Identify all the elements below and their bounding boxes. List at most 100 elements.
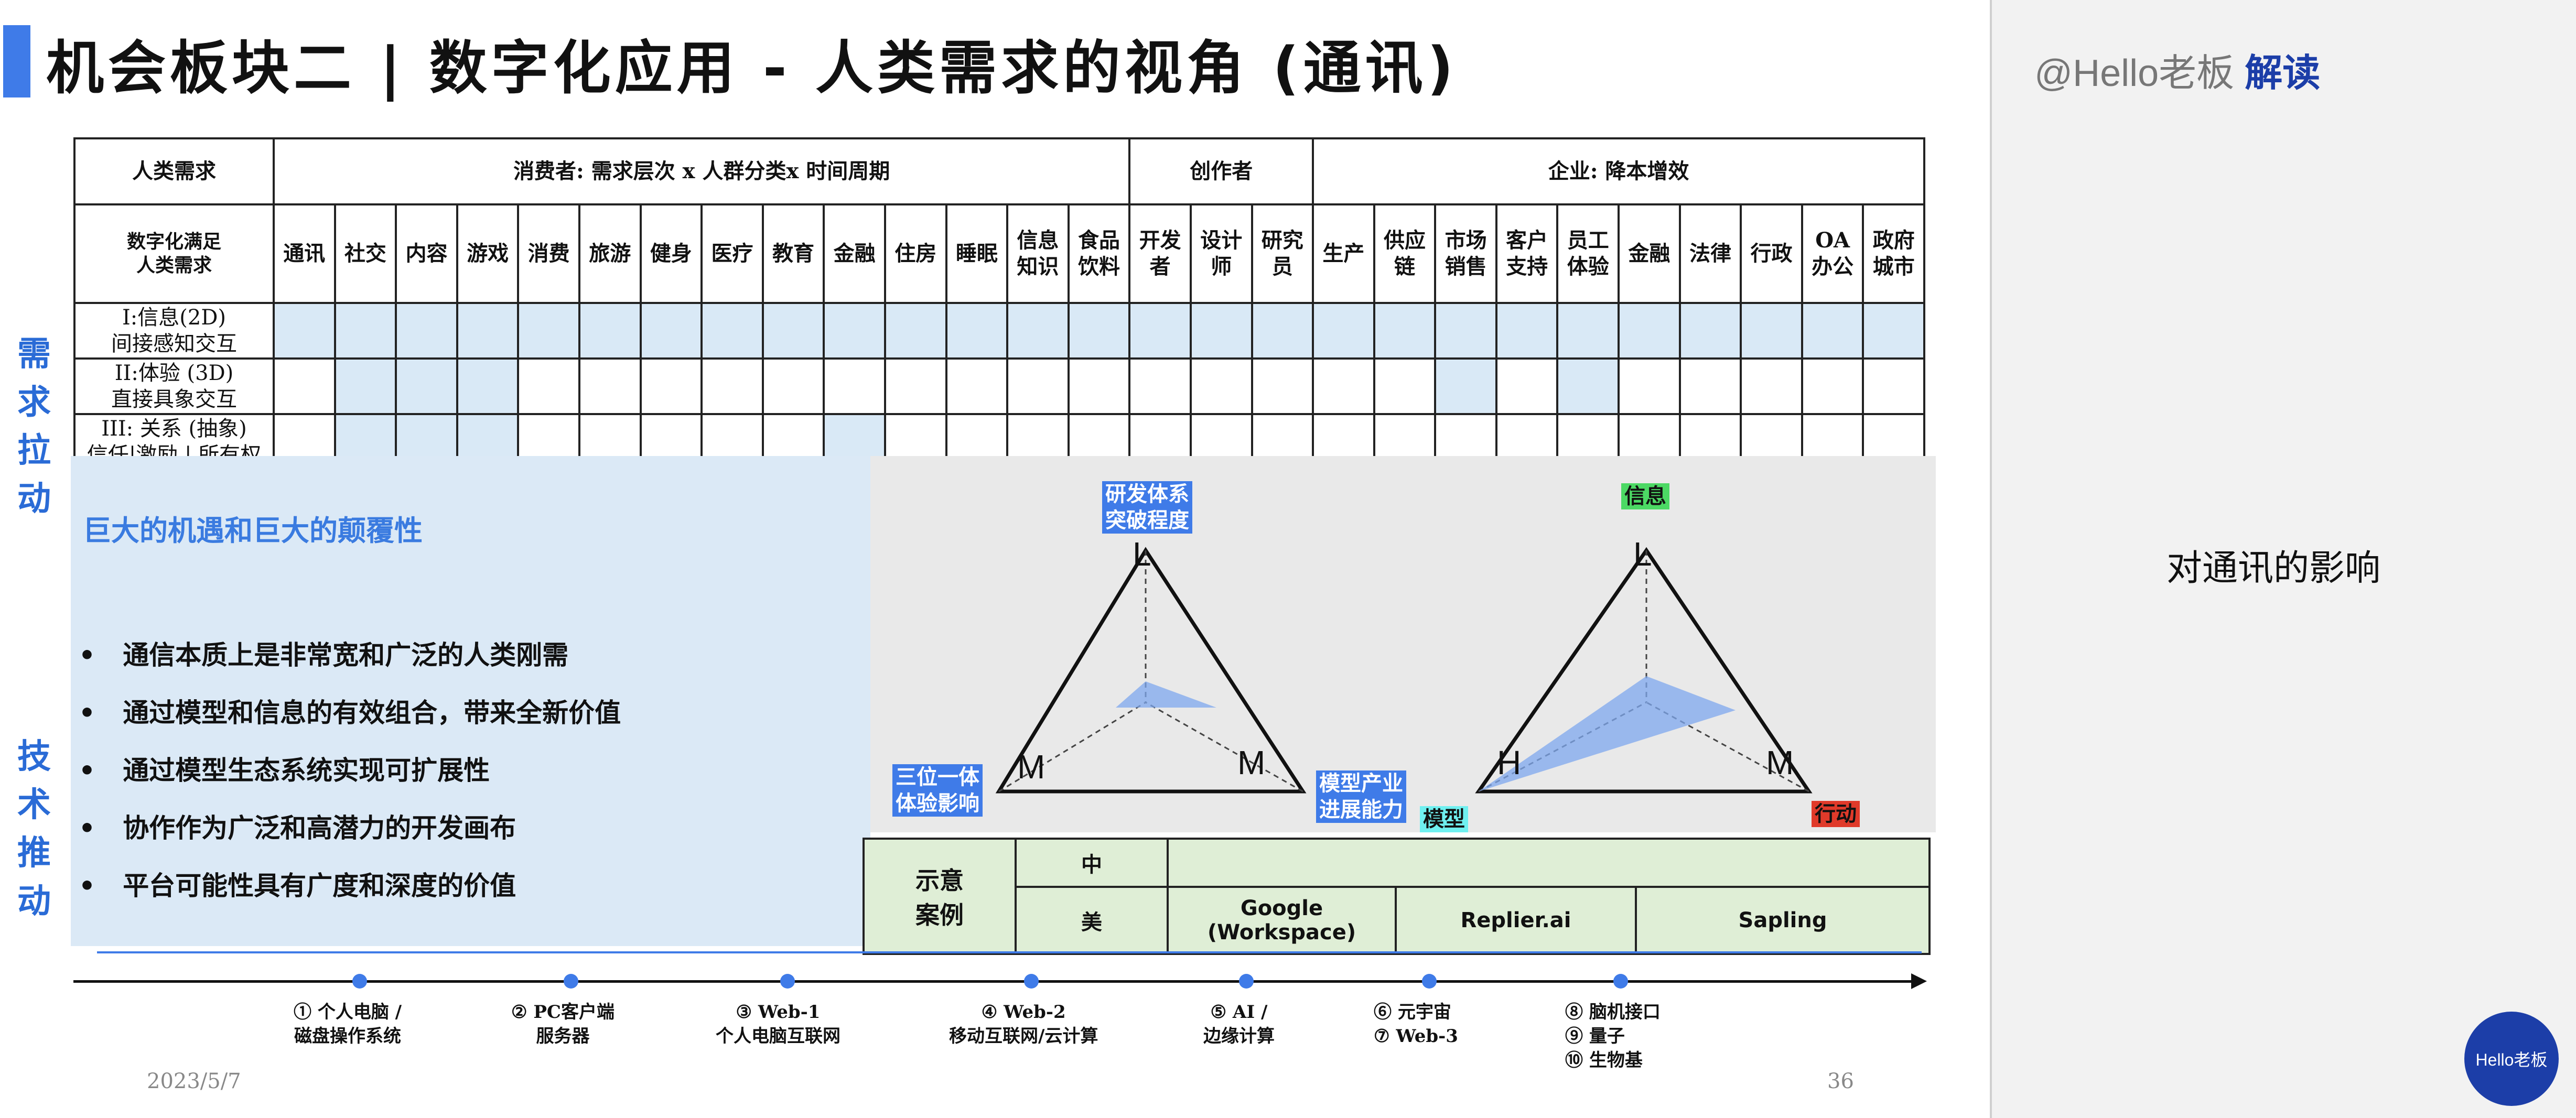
- panel-caption: 对通讯的影响: [2167, 548, 2381, 589]
- matrix-cell: [1556, 302, 1620, 360]
- example-table: 示意 案例 中 美 Google (Workspace) Replier.ai …: [863, 838, 1931, 955]
- column-header: 开发 者: [1128, 203, 1192, 304]
- matrix-cell: [1740, 357, 1803, 415]
- matrix-cell: [1495, 357, 1559, 415]
- column-header: OA 办公: [1801, 203, 1864, 304]
- row-label: I:信息(2D) 间接感知交互: [73, 302, 275, 360]
- column-header: 住房: [883, 203, 947, 304]
- matrix-cell: [333, 357, 397, 415]
- left-apex-label: L: [1133, 535, 1151, 573]
- matrix-cell: [273, 302, 336, 360]
- matrix-cell: [273, 357, 336, 415]
- column-header: 医疗: [700, 203, 764, 304]
- timeline-arrow-icon: [1911, 973, 1927, 989]
- column-header: 设计 师: [1189, 203, 1253, 304]
- timeline-label: ⑥ 元宇宙 ⑦ Web-3: [1374, 1002, 1458, 1047]
- matrix-cell: [395, 357, 458, 415]
- matrix-cell: [1251, 302, 1314, 360]
- column-header: 游戏: [456, 203, 520, 304]
- column-header: 员工 体验: [1556, 203, 1620, 304]
- column-header: 政府 城市: [1862, 203, 1926, 304]
- matrix-cell: [1862, 302, 1926, 360]
- column-header: 供应 链: [1373, 203, 1437, 304]
- matrix-cell: [1373, 357, 1437, 415]
- column-header: 客户 支持: [1495, 203, 1559, 304]
- triangle-diagram: 研发体系 突破程度 L M M 三位一体 体验影响 模型产业 进展能力 信息 L…: [870, 456, 1936, 832]
- tech-char: 推: [17, 834, 51, 873]
- bullet-item: • 通信本质上是非常宽和广泛的人类刚需: [79, 639, 569, 670]
- timeline-label: ② PC客户端 服务器: [511, 1002, 615, 1047]
- example-us-item: Google (Workspace): [1167, 886, 1397, 955]
- page-title: 机会板块二 | 数字化应用 - 人类需求的视角 (通讯): [46, 35, 1458, 102]
- matrix-cell: [761, 302, 825, 360]
- right-area: [1479, 676, 1736, 791]
- timeline-dot: [1239, 974, 1254, 989]
- matrix-cell: [823, 357, 886, 415]
- title-accent-bar: [3, 25, 30, 97]
- example-row-cn: 中: [1015, 838, 1169, 888]
- matrix-cell: [1251, 357, 1314, 415]
- left-axis-right: [1145, 701, 1303, 793]
- matrix-cell: [1556, 357, 1620, 415]
- matrix-cell: [1678, 357, 1742, 415]
- left-triangle-frame: [995, 547, 1307, 794]
- demand-char: 需: [17, 335, 51, 374]
- right-bl-label: H: [1497, 744, 1522, 781]
- bullet-item: • 协作作为广泛和高潜力的开发画布: [79, 812, 516, 843]
- tech-char: 技: [17, 737, 51, 776]
- timeline-dot: [352, 974, 367, 989]
- column-header: 健身: [639, 203, 703, 304]
- demand-char: 求: [17, 383, 51, 422]
- timeline-label: ① 个人电脑 / 磁盘操作系统: [294, 1002, 402, 1047]
- bullet-item: • 通过模型和信息的有效组合，带来全新价值: [79, 697, 621, 728]
- column-header: 社交: [333, 203, 397, 304]
- matrix-cell: [823, 302, 886, 360]
- triangle-svg: [995, 547, 1813, 794]
- matrix-cell: [945, 357, 1009, 415]
- matrix-cell: [639, 302, 703, 360]
- column-header: 消费: [517, 203, 580, 304]
- matrix-cell: [1495, 302, 1559, 360]
- right-triangle-frame: [1475, 547, 1813, 794]
- timeline-highlight-line: [97, 951, 1922, 953]
- matrix-cell: [517, 302, 580, 360]
- right-br-tag: 行动: [1812, 801, 1860, 827]
- matrix-cell: [1373, 302, 1437, 360]
- corner-header: 人类需求: [73, 137, 275, 205]
- column-header: 市场 销售: [1434, 203, 1497, 304]
- matrix-cell: [1862, 357, 1926, 415]
- matrix-cell: [1128, 357, 1192, 415]
- matrix-cell: [1128, 302, 1192, 360]
- bullet-item: • 平台可能性具有广度和深度的价值: [79, 870, 516, 901]
- column-header: 生产: [1312, 203, 1375, 304]
- column-header: 食品 饮料: [1067, 203, 1131, 304]
- left-br-label: M: [1237, 744, 1266, 781]
- avatar[interactable]: Hello老板: [2464, 1012, 2559, 1106]
- timeline-dot: [1613, 974, 1628, 989]
- timeline-dot: [564, 974, 578, 989]
- matrix-cell: [333, 302, 397, 360]
- demand-char: 动: [17, 480, 51, 518]
- timeline-axis: [73, 980, 1919, 983]
- matrix-cell: [1434, 302, 1497, 360]
- example-label: 示意 案例: [863, 838, 1017, 955]
- matrix-cell: [1189, 357, 1253, 415]
- example-us-item: Replier.ai: [1395, 886, 1637, 955]
- demand-pull-label: 需 求 拉 动: [16, 330, 52, 523]
- timeline-label: ⑤ AI / 边缘计算: [1203, 1002, 1275, 1047]
- matrix-cell: [1618, 357, 1681, 415]
- column-header: 法律: [1678, 203, 1742, 304]
- matrix-cell: [1006, 302, 1070, 360]
- column-header: 通讯: [273, 203, 336, 304]
- matrix-cell: [578, 357, 642, 415]
- right-br-label: M: [1766, 744, 1794, 781]
- consumer-header: 消费者: 需求层次 x 人群分类x 时间周期: [272, 137, 1131, 205]
- column-header: 内容: [395, 203, 458, 304]
- left-top-tag: 研发体系 突破程度: [1102, 481, 1192, 534]
- timeline-label: ③ Web-1 个人电脑互联网: [716, 1002, 840, 1047]
- page-number: 36: [1827, 1069, 1854, 1093]
- matrix-cell: [700, 357, 764, 415]
- left-bl-label: M: [1017, 748, 1046, 786]
- matrix-cell: [578, 302, 642, 360]
- matrix-cell: [1801, 302, 1864, 360]
